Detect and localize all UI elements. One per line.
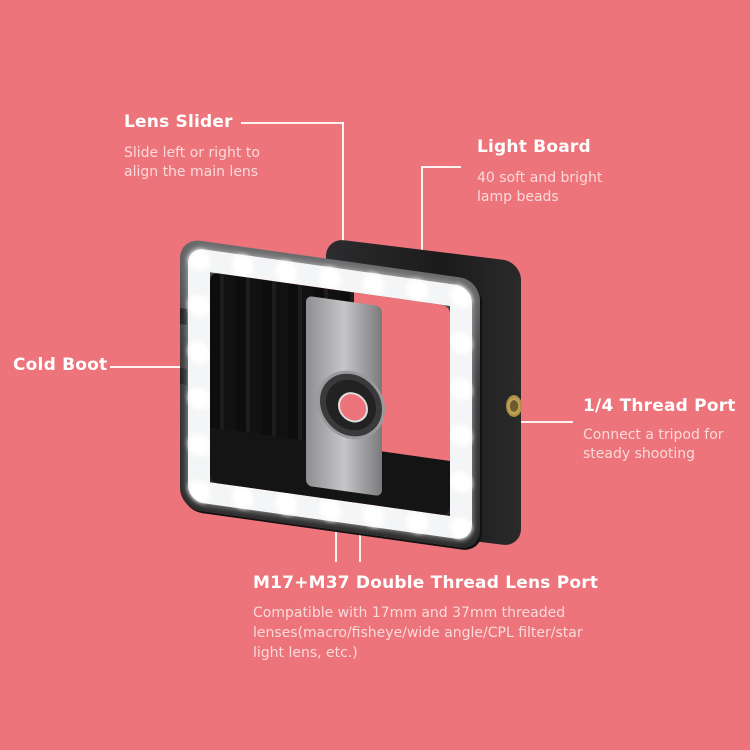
lens-slider-leader-v — [342, 122, 344, 332]
product-device — [176, 232, 526, 551]
light-board-title: Light Board — [477, 137, 591, 157]
cold-boot-leader — [110, 366, 182, 368]
lens-slider-leader-h — [241, 122, 344, 124]
thread-port-desc-line: steady shooting — [583, 446, 696, 462]
cold-boot-title: Cold Boot — [13, 355, 108, 375]
light-board-desc-line: 40 soft and bright — [477, 170, 603, 186]
lens-port-desc-line: lenses(macro/fisheye/wide angle/CPL filt… — [253, 625, 583, 641]
light-board-desc: 40 soft and bright lamp beads — [477, 169, 602, 207]
lens-slider-desc-line: Slide left or right to — [124, 145, 260, 161]
lens-port-desc-line: Compatible with 17mm and 37mm threaded — [253, 605, 566, 621]
lens-port-desc-line: light lens, etc.) — [253, 645, 358, 661]
lens-port-hole — [338, 390, 368, 425]
lens-slider-title: Lens Slider — [124, 112, 233, 132]
light-board-leader-h — [421, 166, 461, 168]
cold-boot-clip — [180, 368, 187, 385]
cold-boot-clip — [180, 308, 187, 325]
thread-port-leader — [515, 421, 573, 423]
lens-port-desc: Compatible with 17mm and 37mm threaded l… — [253, 603, 583, 663]
lens-slider-desc-line: align the main lens — [124, 164, 259, 180]
lens-slider-desc: Slide left or right to align the main le… — [124, 144, 260, 182]
device-frame — [180, 238, 480, 551]
light-board-desc-line: lamp beads — [477, 189, 559, 205]
thread-port-icon — [506, 395, 522, 417]
thread-port-desc-line: Connect a tripod for — [583, 427, 724, 443]
lens-port-title: M17+M37 Double Thread Lens Port — [253, 573, 599, 593]
thread-port-title: 1/4 Thread Port — [583, 396, 736, 416]
light-board-leader-v — [421, 166, 423, 316]
thread-port-desc: Connect a tripod for steady shooting — [583, 426, 724, 464]
